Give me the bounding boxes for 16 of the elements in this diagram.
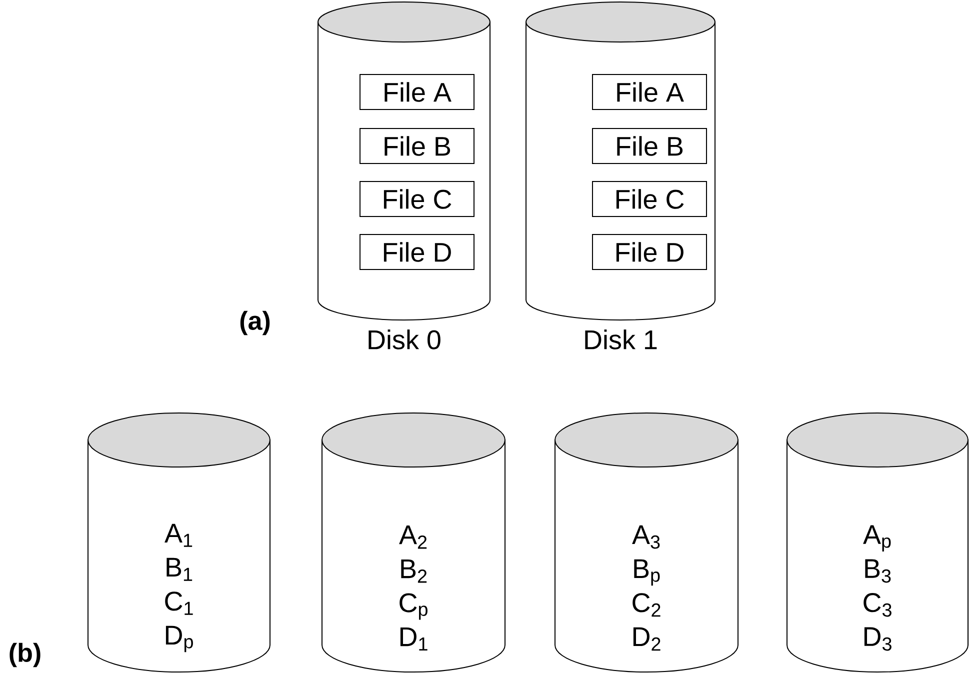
file-box: File D [360, 234, 474, 270]
file-box: File B [592, 128, 707, 164]
file-box: File C [592, 181, 707, 217]
panel-label: (b) [10, 642, 40, 668]
file-box: File D [592, 234, 707, 270]
disk-label: Disk 1 [585, 330, 657, 350]
cylinder: A$_{2}$ B$_{2}$ C$_{p}$ D$_{1}$ [322, 412, 506, 672]
cylinder: A$_{p}$ B$_{3}$ C$_{3}$ D$_{3}$ [786, 412, 968, 672]
file-box: File A [360, 74, 474, 110]
file-box: File A [592, 74, 707, 110]
file-box: File C [360, 181, 474, 217]
cylinder: A$_{1}$ B$_{1}$ C$_{1}$ D$_{p}$ [88, 412, 270, 672]
cylinder: A$_{3}$ B$_{p}$ C$_{2}$ D$_{2}$ [554, 412, 738, 672]
disk-label: Disk 0 [368, 330, 440, 350]
file-box: File B [360, 128, 474, 164]
panel-label: (a) [240, 310, 270, 336]
